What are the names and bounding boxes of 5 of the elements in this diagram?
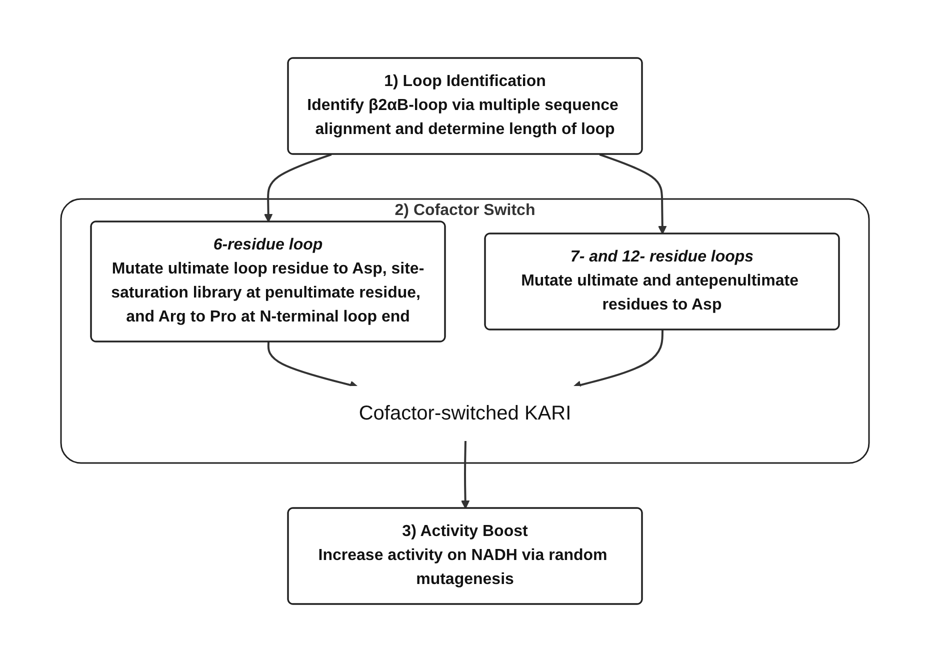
arrow (572, 330, 663, 390)
arrow (263, 154, 332, 222)
arrow (598, 154, 666, 234)
node-text: Cofactor-switched KARI (358, 402, 571, 424)
arrow (460, 440, 470, 509)
